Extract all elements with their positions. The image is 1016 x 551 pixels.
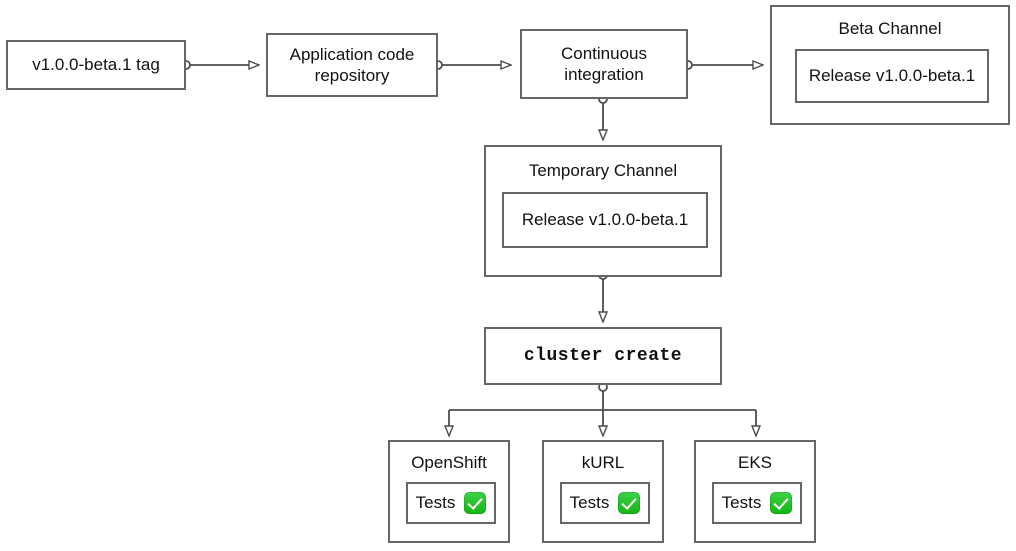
group-beta-channel-title: Beta Channel: [838, 19, 942, 38]
node-cluster-create-label: cluster create: [523, 345, 683, 366]
group-beta-channel-release[interactable]: Release v1.0.0-beta.1: [795, 49, 989, 103]
group-platform-kurl-tests-label: Tests: [569, 493, 610, 512]
node-continuous-integration[interactable]: Continuous integration: [520, 29, 688, 99]
group-temporary-channel-title: Temporary Channel: [528, 161, 678, 180]
node-application-code-repository[interactable]: Application code repository: [266, 33, 438, 97]
group-temporary-channel[interactable]: Temporary Channel Release v1.0.0-beta.1: [484, 145, 722, 277]
group-temporary-channel-release[interactable]: Release v1.0.0-beta.1: [502, 192, 708, 248]
node-tag[interactable]: v1.0.0-beta.1 tag: [6, 40, 186, 90]
group-platform-openshift[interactable]: OpenShift Tests: [388, 440, 510, 543]
group-temporary-channel-release-label: Release v1.0.0-beta.1: [521, 210, 689, 229]
group-platform-eks-title: EKS: [737, 453, 773, 472]
group-platform-kurl-tests[interactable]: Tests: [560, 482, 650, 524]
node-cluster-create[interactable]: cluster create: [484, 327, 722, 385]
node-tag-label: v1.0.0-beta.1 tag: [32, 55, 160, 75]
green-check-icon: [770, 492, 793, 514]
green-check-icon: [464, 492, 487, 514]
group-platform-eks-tests-label: Tests: [721, 493, 762, 512]
green-check-icon: [618, 492, 641, 514]
group-platform-kurl-title: kURL: [581, 453, 625, 472]
group-platform-eks[interactable]: EKS Tests: [694, 440, 816, 543]
group-beta-channel[interactable]: Beta Channel Release v1.0.0-beta.1: [770, 5, 1010, 125]
node-application-code-repository-label: Application code repository: [289, 44, 415, 85]
group-platform-openshift-title: OpenShift: [411, 453, 487, 472]
group-platform-kurl[interactable]: kURL Tests: [542, 440, 664, 543]
node-continuous-integration-label: Continuous integration: [560, 43, 647, 84]
group-platform-eks-tests[interactable]: Tests: [712, 482, 802, 524]
group-platform-openshift-tests[interactable]: Tests: [406, 482, 496, 524]
group-beta-channel-release-label: Release v1.0.0-beta.1: [808, 66, 976, 85]
group-platform-openshift-tests-label: Tests: [415, 493, 456, 512]
